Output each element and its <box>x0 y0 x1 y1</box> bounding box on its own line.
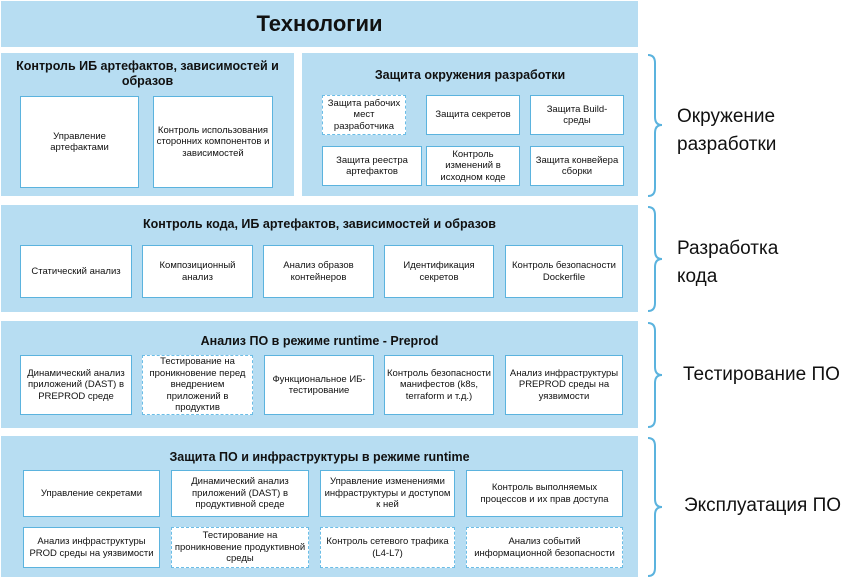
box-third-party-control: Контроль использования сторонних компоне… <box>153 96 273 188</box>
box-manifest-security-control: Контроль безопасности манифестов (k8s, t… <box>384 355 494 415</box>
box-pipeline-protection: Защита конвейера сборки <box>530 146 624 186</box>
box-composition-analysis: Композиционный анализ <box>142 245 253 298</box>
section-runtime-prod: Защита ПО и инфраструктуры в режиме runt… <box>1 436 638 577</box>
brace-dev-env <box>647 54 663 197</box>
box-secrets-management: Управление секретами <box>23 470 160 517</box>
section-runtime-preprod: Анализ ПО в режиме runtime - Preprod Дин… <box>1 321 638 428</box>
section-title: Защита окружения разработки <box>374 68 566 82</box>
section-title: Контроль ИБ артефактов, зависимостей и о… <box>16 59 279 88</box>
box-workstation-protection: Защита рабочих мест разработчика <box>322 95 406 135</box>
lane-label-code-dev: Разработка кода <box>677 238 779 287</box>
box-infra-change-management: Управление изменениями инфраструктуры и … <box>320 470 455 517</box>
lane-label-operations: Эксплуатация ПО <box>684 495 842 516</box>
section-title: Защита ПО и инфраструктуры в режиме runt… <box>169 450 470 464</box>
page-title: Технологии <box>1 1 638 47</box>
brace-testing <box>647 322 663 428</box>
box-secrets-protection: Защита секретов <box>426 95 520 135</box>
lane-label-testing: Тестирование ПО <box>683 364 840 385</box>
box-process-control: Контроль выполняемых процессов и их прав… <box>466 470 623 517</box>
box-build-env-protection: Защита Build-среды <box>530 95 624 135</box>
box-prod-infra-analysis: Анализ инфраструктуры PROD среды на уязв… <box>23 527 160 568</box>
box-dast-prod: Динамический анализ приложений (DAST) в … <box>171 470 309 517</box>
lane-label-dev-env: Окружение разработки <box>677 106 777 155</box>
box-static-analysis: Статический анализ <box>20 245 132 298</box>
section-code-control: Контроль кода, ИБ артефактов, зависимост… <box>1 205 638 312</box>
section-env-protection: Защита окружения разработки Защита рабоч… <box>302 53 638 196</box>
section-env-artifacts: Контроль ИБ артефактов, зависимостей и о… <box>1 53 294 196</box>
box-registry-protection: Защита реестра артефактов <box>322 146 422 186</box>
box-source-change-control: Контроль изменений в исходном коде <box>426 146 520 186</box>
box-artifact-management: Управление артефактами <box>20 96 139 188</box>
section-title: Анализ ПО в режиме runtime - Preprod <box>200 334 439 348</box>
box-preprod-infra-analysis: Анализ инфраструктуры PREPROD среды на у… <box>505 355 623 415</box>
box-dockerfile-control: Контроль безопасности Dockerfile <box>505 245 623 298</box>
box-pentest-preprod: Тестирование на проникновение перед внед… <box>142 355 253 415</box>
brace-operations <box>647 437 663 577</box>
box-functional-security-testing: Функциональное ИБ-тестирование <box>264 355 374 415</box>
box-secrets-identification: Идентификация секретов <box>384 245 494 298</box>
brace-code-dev <box>647 206 663 312</box>
box-network-traffic-control: Контроль сетевого трафика (L4-L7) <box>320 527 455 568</box>
box-pentest-prod: Тестирование на проникновение продуктивн… <box>171 527 309 568</box>
box-container-image-analysis: Анализ образов контейнеров <box>263 245 374 298</box>
box-security-event-analysis: Анализ событий информационной безопаснос… <box>466 527 623 568</box>
section-title: Контроль кода, ИБ артефактов, зависимост… <box>143 217 496 231</box>
box-dast-preprod: Динамический анализ приложений (DAST) в … <box>20 355 132 415</box>
